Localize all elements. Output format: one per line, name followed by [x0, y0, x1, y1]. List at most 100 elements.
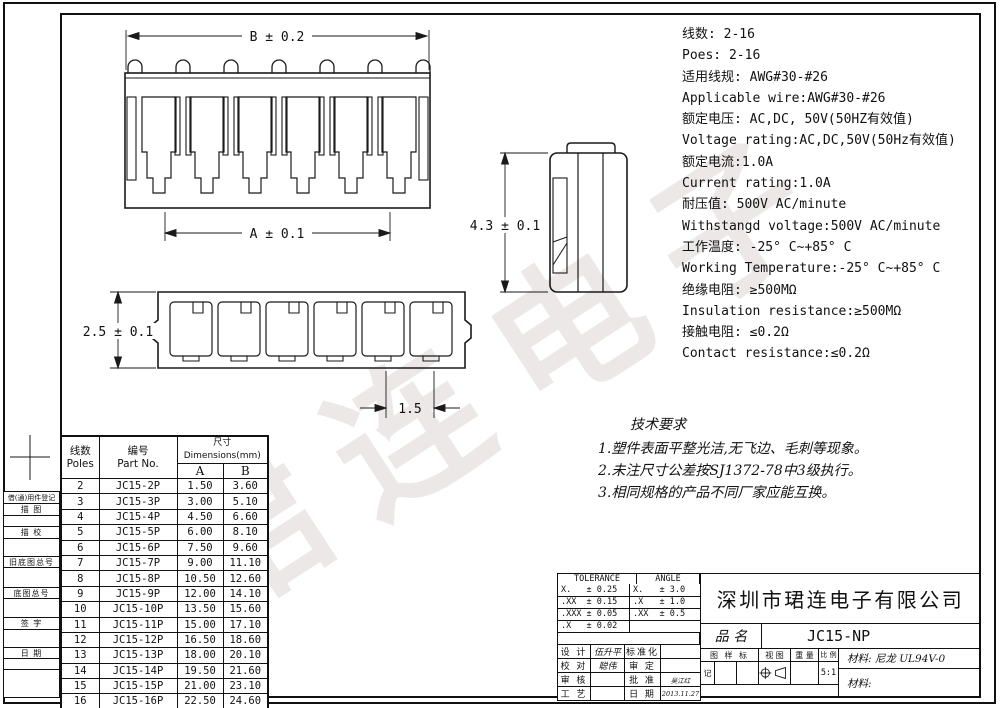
- sheet-outer-border: [3, 2, 996, 704]
- table-cell: 日 期: [624, 686, 661, 701]
- stamp-view-header: 视 图: [758, 648, 791, 662]
- poles-table: 线数 Poles 编号 Part No. 尺寸Dimensions(mm) A …: [60, 435, 269, 708]
- table-cell: X.: [629, 584, 657, 597]
- table-row: .XXX± 0.05.XX± 0.5: [557, 608, 701, 621]
- dim-label-side-height: 4.3 ± 0.1: [470, 219, 540, 234]
- text-line: 额定电压: AC,DC, 50V(50HZ有效值): [682, 112, 914, 128]
- table-cell: ± 0.25: [583, 584, 630, 597]
- text-line: 2.未注尺寸公差按SJ1372-78中3级执行。: [598, 463, 862, 479]
- strip-blank: [3, 669, 60, 698]
- table-cell: JC15-16P: [98, 693, 178, 708]
- table-cell: 18.00: [176, 647, 224, 664]
- table-cell: 6.60: [222, 508, 269, 526]
- table-cell: 4.50: [176, 508, 224, 526]
- table-cell: [656, 620, 701, 633]
- table-cell: .X: [629, 596, 657, 609]
- table-cell: JC15-2P: [98, 477, 178, 495]
- table-cell: 审 核: [557, 672, 591, 687]
- table-cell: 设 计: [557, 644, 591, 659]
- text-line: Voltage rating:AC,DC,50V(50Hz有效值): [682, 133, 956, 149]
- table-cell: JC15-4P: [98, 508, 178, 526]
- table-cell: 6.00: [176, 524, 224, 541]
- table-cell: 8: [60, 570, 100, 587]
- table-cell: JC15-8P: [98, 570, 178, 587]
- table-cell: 11.10: [222, 554, 269, 572]
- table-cell: JC15-7P: [98, 554, 178, 572]
- poles-table-subheader-row: A B: [61, 463, 269, 479]
- dimension-height: 2.5 ± 0.1: [82, 290, 156, 370]
- table-cell: 9.60: [222, 539, 269, 556]
- table-cell: JC15-14P: [98, 662, 178, 680]
- table-cell: 9.00: [176, 554, 224, 572]
- table-cell: [629, 620, 657, 633]
- table-cell: 8.10: [222, 524, 269, 541]
- text-line: 工作温度: -25° C~+85° C: [682, 239, 852, 255]
- dim-a-header: A: [176, 463, 224, 479]
- table-cell: 6: [60, 539, 100, 556]
- table-cell: 12: [60, 631, 100, 649]
- registration-cross-icon: [10, 435, 50, 480]
- table-cell: 伍升平: [590, 644, 625, 659]
- table-cell: ± 1.0: [656, 596, 701, 609]
- text-line: 适用线规: AWG#30-#26: [682, 69, 828, 85]
- text-line: Withstangd voltage:500V AC/minute: [682, 218, 941, 234]
- table-cell: JC15-11P: [98, 616, 178, 633]
- table-cell: .XXX: [557, 608, 584, 621]
- projection-symbol-cell: [758, 661, 791, 685]
- table-row: 审 核批 准吴江红: [557, 672, 701, 687]
- table-cell: ± 0.05: [583, 608, 630, 621]
- table-row: 校 对聪伟审 定: [557, 658, 701, 673]
- table-cell: 19.50: [176, 662, 224, 680]
- table-row: 设 计伍升平标准化: [557, 644, 701, 659]
- table-cell: ± 0.5: [656, 608, 701, 621]
- text-line: Applicable wire:AWG#30-#26: [682, 90, 886, 106]
- text-line: Insulation resistance:≥500MΩ: [682, 303, 902, 319]
- table-cell: JC15-12P: [98, 631, 178, 649]
- table-cell: 吴江红: [660, 672, 701, 687]
- part-no-header: 编号 Part No.: [98, 435, 178, 479]
- dim-label-height: 2.5 ± 0.1: [83, 325, 153, 340]
- dim-b-header: B: [222, 463, 269, 479]
- table-cell: 10: [60, 601, 100, 618]
- table-cell: 22.50: [176, 693, 224, 708]
- bottom-view-cavities: [169, 301, 453, 362]
- text-line: 额定电流:1.0A: [682, 154, 774, 170]
- part-name-label: 品 名: [700, 623, 762, 649]
- table-row: .X± 0.02: [557, 620, 701, 633]
- text-line: 1.塑件表面平整光洁,无飞边、毛刺等现象。: [598, 441, 868, 457]
- text-line: 线数: 2-16: [682, 27, 755, 42]
- table-cell: 12.00: [176, 585, 224, 603]
- table-cell: 21.60: [222, 662, 269, 680]
- table-cell: 15.00: [176, 616, 224, 633]
- table-cell: 14.10: [222, 585, 269, 603]
- tech-requirements-items: 1.塑件表面平整光洁,无飞边、毛刺等现象。 2.未注尺寸公差按SJ1372-78中…: [598, 438, 988, 504]
- strip-blank: [3, 567, 60, 588]
- text-line: 耐压值: 500V AC/minute: [682, 197, 847, 213]
- table-cell: [590, 672, 625, 687]
- table-cell: [660, 658, 701, 673]
- table-cell: 工 艺: [557, 686, 591, 701]
- tech-requirements-title: 技术要求: [630, 417, 686, 433]
- company-name: 深圳市珺连电子有限公司: [700, 573, 981, 624]
- table-cell: 12.60: [222, 570, 269, 587]
- stamp-bottom-strip: [700, 684, 839, 698]
- table-cell: [590, 686, 625, 701]
- dimensions-header: 尺寸Dimensions(mm): [176, 435, 269, 464]
- stamp-weight-header: 重 量: [790, 648, 819, 662]
- table-cell: JC15-5P: [98, 524, 178, 541]
- table-cell: 聪伟: [590, 658, 625, 673]
- table-cell: 2: [60, 477, 100, 495]
